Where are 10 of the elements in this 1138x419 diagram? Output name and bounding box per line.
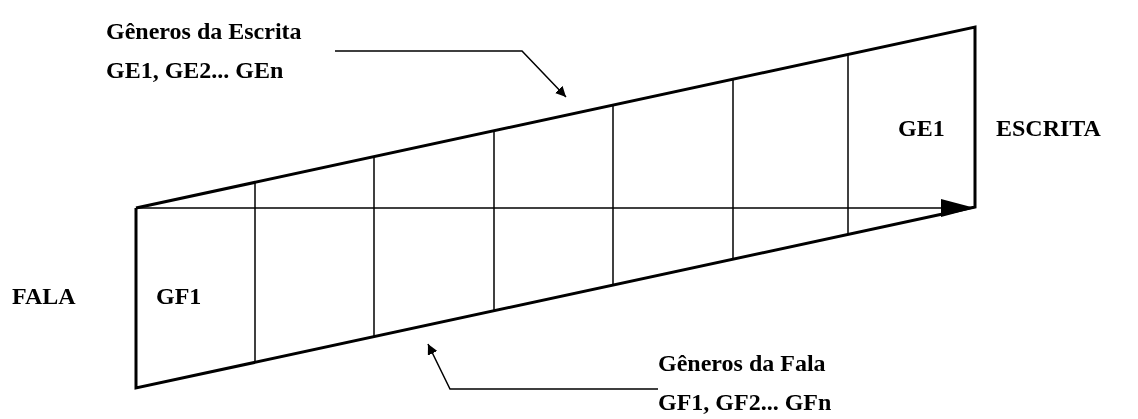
leader-line — [427, 343, 659, 390]
callout-text: GE1, GE2... GEn — [106, 56, 285, 85]
side-label: GF1 — [156, 282, 202, 311]
callout-heading: Gêneros da Fala — [658, 349, 827, 378]
callout-text: GF1, GF2... GFn — [658, 388, 833, 417]
side-label: ESCRITA — [996, 114, 1101, 143]
callout-heading: Gêneros da Escrita — [106, 17, 303, 46]
side-label: FALA — [12, 282, 76, 311]
side-label: GE1 — [898, 114, 945, 143]
leader-line — [334, 50, 567, 98]
